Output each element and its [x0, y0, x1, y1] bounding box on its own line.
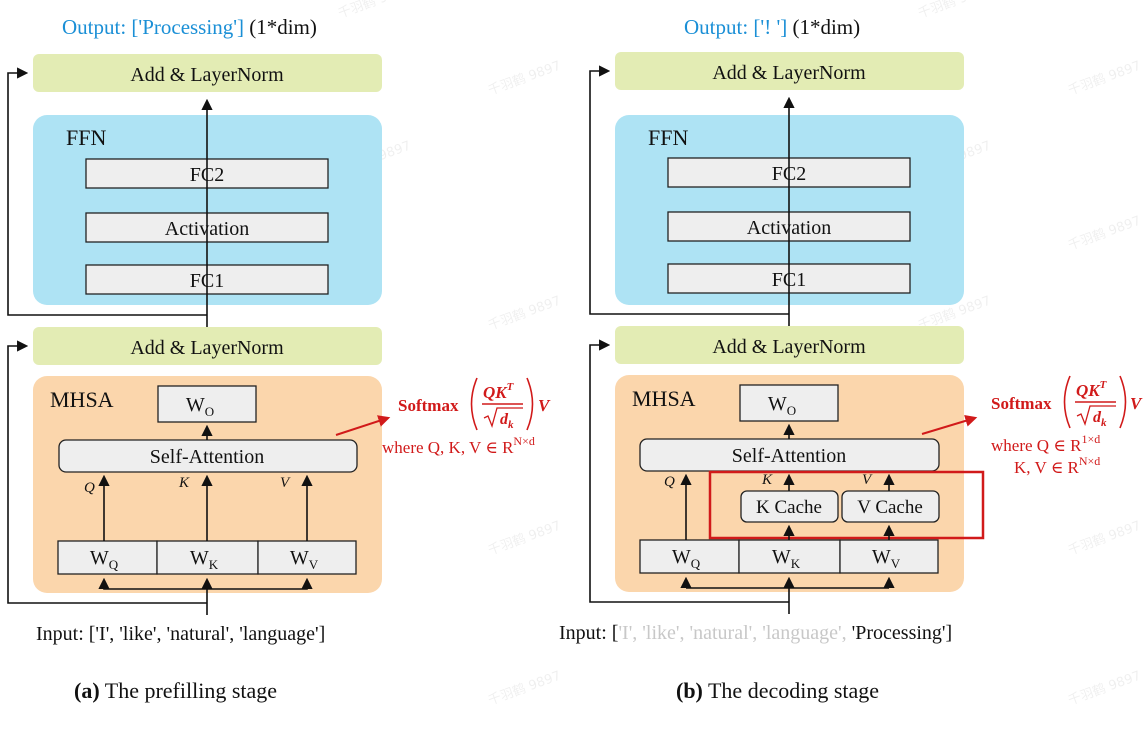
decode-panel: Output: ['! '] (1*dim) Add & LayerNorm F… — [559, 15, 1143, 703]
prefill-formula-qkt: QKT — [483, 381, 515, 402]
decode-formula-softmax: Softmax — [991, 394, 1052, 413]
decode-kv-cache-highlight — [708, 470, 985, 540]
prefill-wk-box — [156, 540, 259, 575]
decode-add-norm-bottom — [615, 326, 964, 364]
decode-wo-label: WO — [768, 393, 796, 418]
watermark: 千羽鹤 9897 — [1066, 518, 1143, 559]
decode-v-label: V — [862, 472, 873, 488]
prefill-self-attention-label: Self-Attention — [150, 446, 264, 468]
watermark: 千羽鹤 9897 — [336, 0, 413, 22]
decode-add-norm-top — [615, 52, 964, 90]
prefill-add-norm-bottom — [33, 327, 382, 365]
prefill-wk-label: WK — [190, 547, 219, 572]
prefill-arrows — [7, 67, 313, 615]
prefill-k-label: K — [178, 475, 190, 491]
decode-formula-qkt: QKT — [1076, 379, 1108, 400]
decode-k-cache-label: K Cache — [756, 497, 822, 518]
prefill-formula-v: V — [538, 396, 551, 415]
prefill-mhsa-title: MHSA — [50, 387, 114, 412]
decode-self-attention-label: Self-Attention — [732, 445, 846, 467]
decode-formula: Softmax QKT dk V where Q ∈ R1×d K, V ∈ R… — [991, 375, 1143, 477]
decode-q-label: Q — [664, 474, 675, 490]
watermark: 千羽鹤 9897 — [916, 0, 993, 22]
decode-caption: (b) The decoding stage — [676, 678, 879, 703]
prefill-formula-arrow — [335, 415, 391, 436]
watermark: 千羽鹤 9897 — [486, 518, 563, 559]
prefill-wq-box — [57, 540, 158, 575]
decode-arrows — [589, 65, 895, 614]
decode-wk-label: WK — [772, 546, 801, 571]
decode-ffn-title: FFN — [648, 125, 688, 150]
decode-input-label: Input: ['I', 'like', 'natural', 'languag… — [559, 622, 952, 644]
watermark: 千羽鹤 9897 — [1066, 668, 1143, 709]
decode-formula-where-q: where Q ∈ R1×d — [991, 432, 1100, 455]
prefill-formula-where: where Q, K, V ∈ RN×d — [382, 434, 535, 457]
decode-formula-arrow — [921, 415, 978, 435]
prefill-wq-label: WQ — [90, 547, 119, 572]
prefill-wv-label: WV — [290, 547, 319, 572]
watermark: 千羽鹤 9897 — [1066, 58, 1143, 99]
prefill-formula: Softmax QKT dk V where Q, K, V ∈ RN×d — [382, 377, 551, 457]
prefill-input-label: Input: ['I', 'like', 'natural', 'languag… — [36, 623, 325, 645]
prefill-self-attention-box — [58, 439, 358, 473]
prefill-wo-label: WO — [186, 394, 214, 419]
decode-mhsa-title: MHSA — [632, 386, 696, 411]
decode-v-cache-label: V Cache — [857, 497, 923, 518]
prefill-caption: (a) The prefilling stage — [74, 678, 277, 703]
decode-add-norm-bottom-label: Add & LayerNorm — [712, 336, 866, 358]
prefill-wv-box — [257, 540, 357, 575]
decode-formula-where-kv: K, V ∈ RN×d — [1014, 454, 1100, 477]
prefill-formula-dk: dk — [500, 411, 514, 431]
watermark: 千羽鹤 9897 — [486, 58, 563, 99]
decode-wv-label: WV — [872, 546, 901, 571]
prefill-formula-softmax: Softmax — [398, 396, 459, 415]
decode-add-norm-top-label: Add & LayerNorm — [712, 62, 866, 84]
prefill-panel: Output: ['Processing'] (1*dim) Add & Lay… — [7, 15, 551, 703]
decode-k-label: K — [761, 472, 773, 488]
prefill-add-norm-top — [33, 54, 382, 92]
prefill-v-label: V — [280, 475, 291, 491]
prefill-wo-box — [157, 385, 257, 423]
prefill-ffn-title: FFN — [66, 125, 106, 150]
decode-formula-dk: dk — [1093, 409, 1107, 429]
prefill-add-norm-top-label: Add & LayerNorm — [130, 64, 284, 86]
decode-wo-box — [739, 384, 839, 422]
decode-wq-label: WQ — [672, 546, 701, 571]
prefill-output-label: Output: ['Processing'] (1*dim) — [62, 15, 317, 39]
prefill-q-label: Q — [84, 480, 95, 496]
watermark: 千羽鹤 9897 — [486, 293, 563, 334]
decode-formula-v: V — [1130, 394, 1143, 413]
decode-v-cache-box — [841, 490, 940, 523]
prefill-add-norm-bottom-label: Add & LayerNorm — [130, 337, 284, 359]
watermark: 千羽鹤 9897 — [1066, 213, 1143, 254]
watermark: 千羽鹤 9897 — [486, 668, 563, 709]
decode-output-label: Output: ['! '] (1*dim) — [684, 15, 860, 39]
